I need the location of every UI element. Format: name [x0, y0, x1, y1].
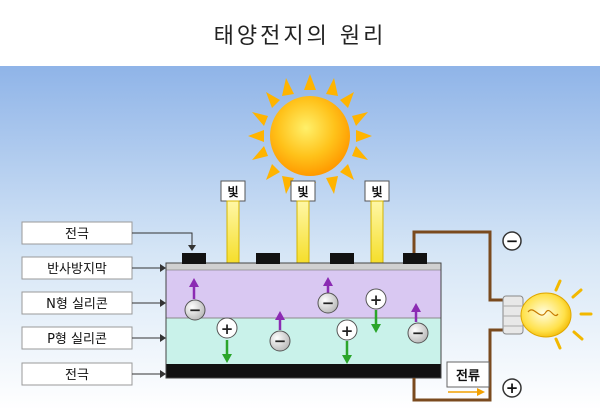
- svg-text:+: +: [341, 322, 354, 340]
- electron-carrier: −: [407, 322, 429, 344]
- carriers: − − − − + + +: [184, 277, 429, 364]
- bottom-electrode: [166, 364, 441, 378]
- hole-carrier: +: [216, 317, 238, 339]
- electron-carrier: −: [317, 292, 339, 314]
- label-electrode-bottom: 전극: [21, 362, 133, 386]
- light-ray-2: 빛: [287, 180, 319, 285]
- light-label: 빛: [297, 184, 308, 199]
- svg-text:−: −: [506, 232, 519, 250]
- label-n-type: N형 실리콘: [21, 291, 133, 315]
- svg-text:전극: 전극: [65, 227, 89, 242]
- p-type-layer: [166, 318, 441, 364]
- electron-carrier: −: [269, 330, 291, 352]
- negative-terminal-icon: −: [502, 231, 522, 251]
- layer-labels: 전극 반사방지막 N형 실리콘 P형 실리콘 전극: [21, 221, 133, 386]
- svg-text:N형 실리콘: N형 실리콘: [46, 297, 108, 312]
- electron-carrier: −: [184, 299, 206, 321]
- svg-text:−: −: [189, 301, 202, 319]
- top-electrode: [182, 253, 427, 264]
- svg-text:−: −: [322, 294, 335, 312]
- svg-text:P형 실리콘: P형 실리콘: [47, 332, 107, 347]
- svg-text:전극: 전극: [65, 368, 89, 383]
- svg-text:+: +: [506, 379, 519, 397]
- svg-text:반사방지막: 반사방지막: [47, 262, 107, 277]
- positive-terminal-icon: +: [502, 378, 522, 398]
- light-bulb-icon: [502, 279, 593, 350]
- svg-text:+: +: [221, 320, 234, 338]
- leader-lines: [132, 232, 196, 378]
- svg-text:전류: 전류: [456, 368, 480, 384]
- hole-carrier: +: [365, 288, 387, 310]
- diagram-title: 태양전지의 원리: [213, 24, 387, 49]
- svg-text:+: +: [370, 291, 383, 309]
- svg-text:−: −: [412, 324, 425, 342]
- label-p-type: P형 실리콘: [21, 326, 133, 350]
- light-label: 빛: [227, 184, 238, 199]
- light-label: 빛: [371, 184, 382, 199]
- antireflection-layer: [165, 262, 442, 271]
- sun-icon: [248, 74, 372, 198]
- circuit-wire: [412, 230, 503, 402]
- n-type-layer: [166, 270, 441, 318]
- svg-text:−: −: [274, 332, 287, 350]
- solar-cell: [165, 253, 442, 379]
- label-antireflection: 반사방지막: [21, 256, 133, 280]
- current-arrow-icon: [477, 388, 485, 396]
- label-electrode-top: 전극: [21, 221, 133, 245]
- hole-carrier: +: [336, 319, 358, 341]
- current-label: 전류: [446, 361, 490, 396]
